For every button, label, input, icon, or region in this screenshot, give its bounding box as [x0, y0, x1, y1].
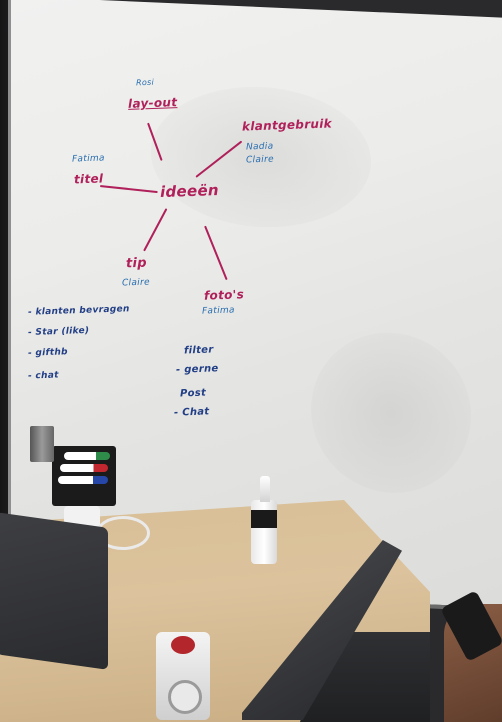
branch-word: foto's [203, 287, 245, 303]
list-mid-item: filter [183, 344, 214, 357]
branch-name: Claire [245, 154, 275, 166]
list-left-item: - chat [27, 370, 59, 382]
red-marker [60, 464, 108, 472]
power-plug [168, 680, 202, 714]
branch-name: Rosi [135, 77, 155, 88]
branch-word: titel [73, 171, 104, 187]
branch-word: lay-out [127, 95, 178, 111]
list-mid-item: - Chat [173, 406, 210, 419]
power-socket [171, 636, 195, 654]
branch-name: Claire [121, 277, 151, 289]
branch-name: Fatima [71, 153, 105, 165]
branch-word: tip [125, 255, 148, 272]
branch-name: Fatima [201, 305, 235, 317]
board-smudge [311, 329, 471, 497]
laptop-left [0, 512, 108, 670]
bottle-label [251, 510, 277, 528]
blue-marker [58, 476, 108, 484]
branch-name: Nadia [245, 141, 274, 153]
list-left-item: - gifthb [27, 347, 69, 359]
center-idea: ideeën [159, 180, 220, 202]
list-mid-item: Post [179, 387, 207, 400]
eraser [30, 426, 54, 462]
bottle-cap [260, 476, 270, 502]
list-left-item: - Star (like) [27, 325, 90, 339]
list-mid-item: - gerne [175, 363, 219, 376]
green-marker [64, 452, 110, 460]
